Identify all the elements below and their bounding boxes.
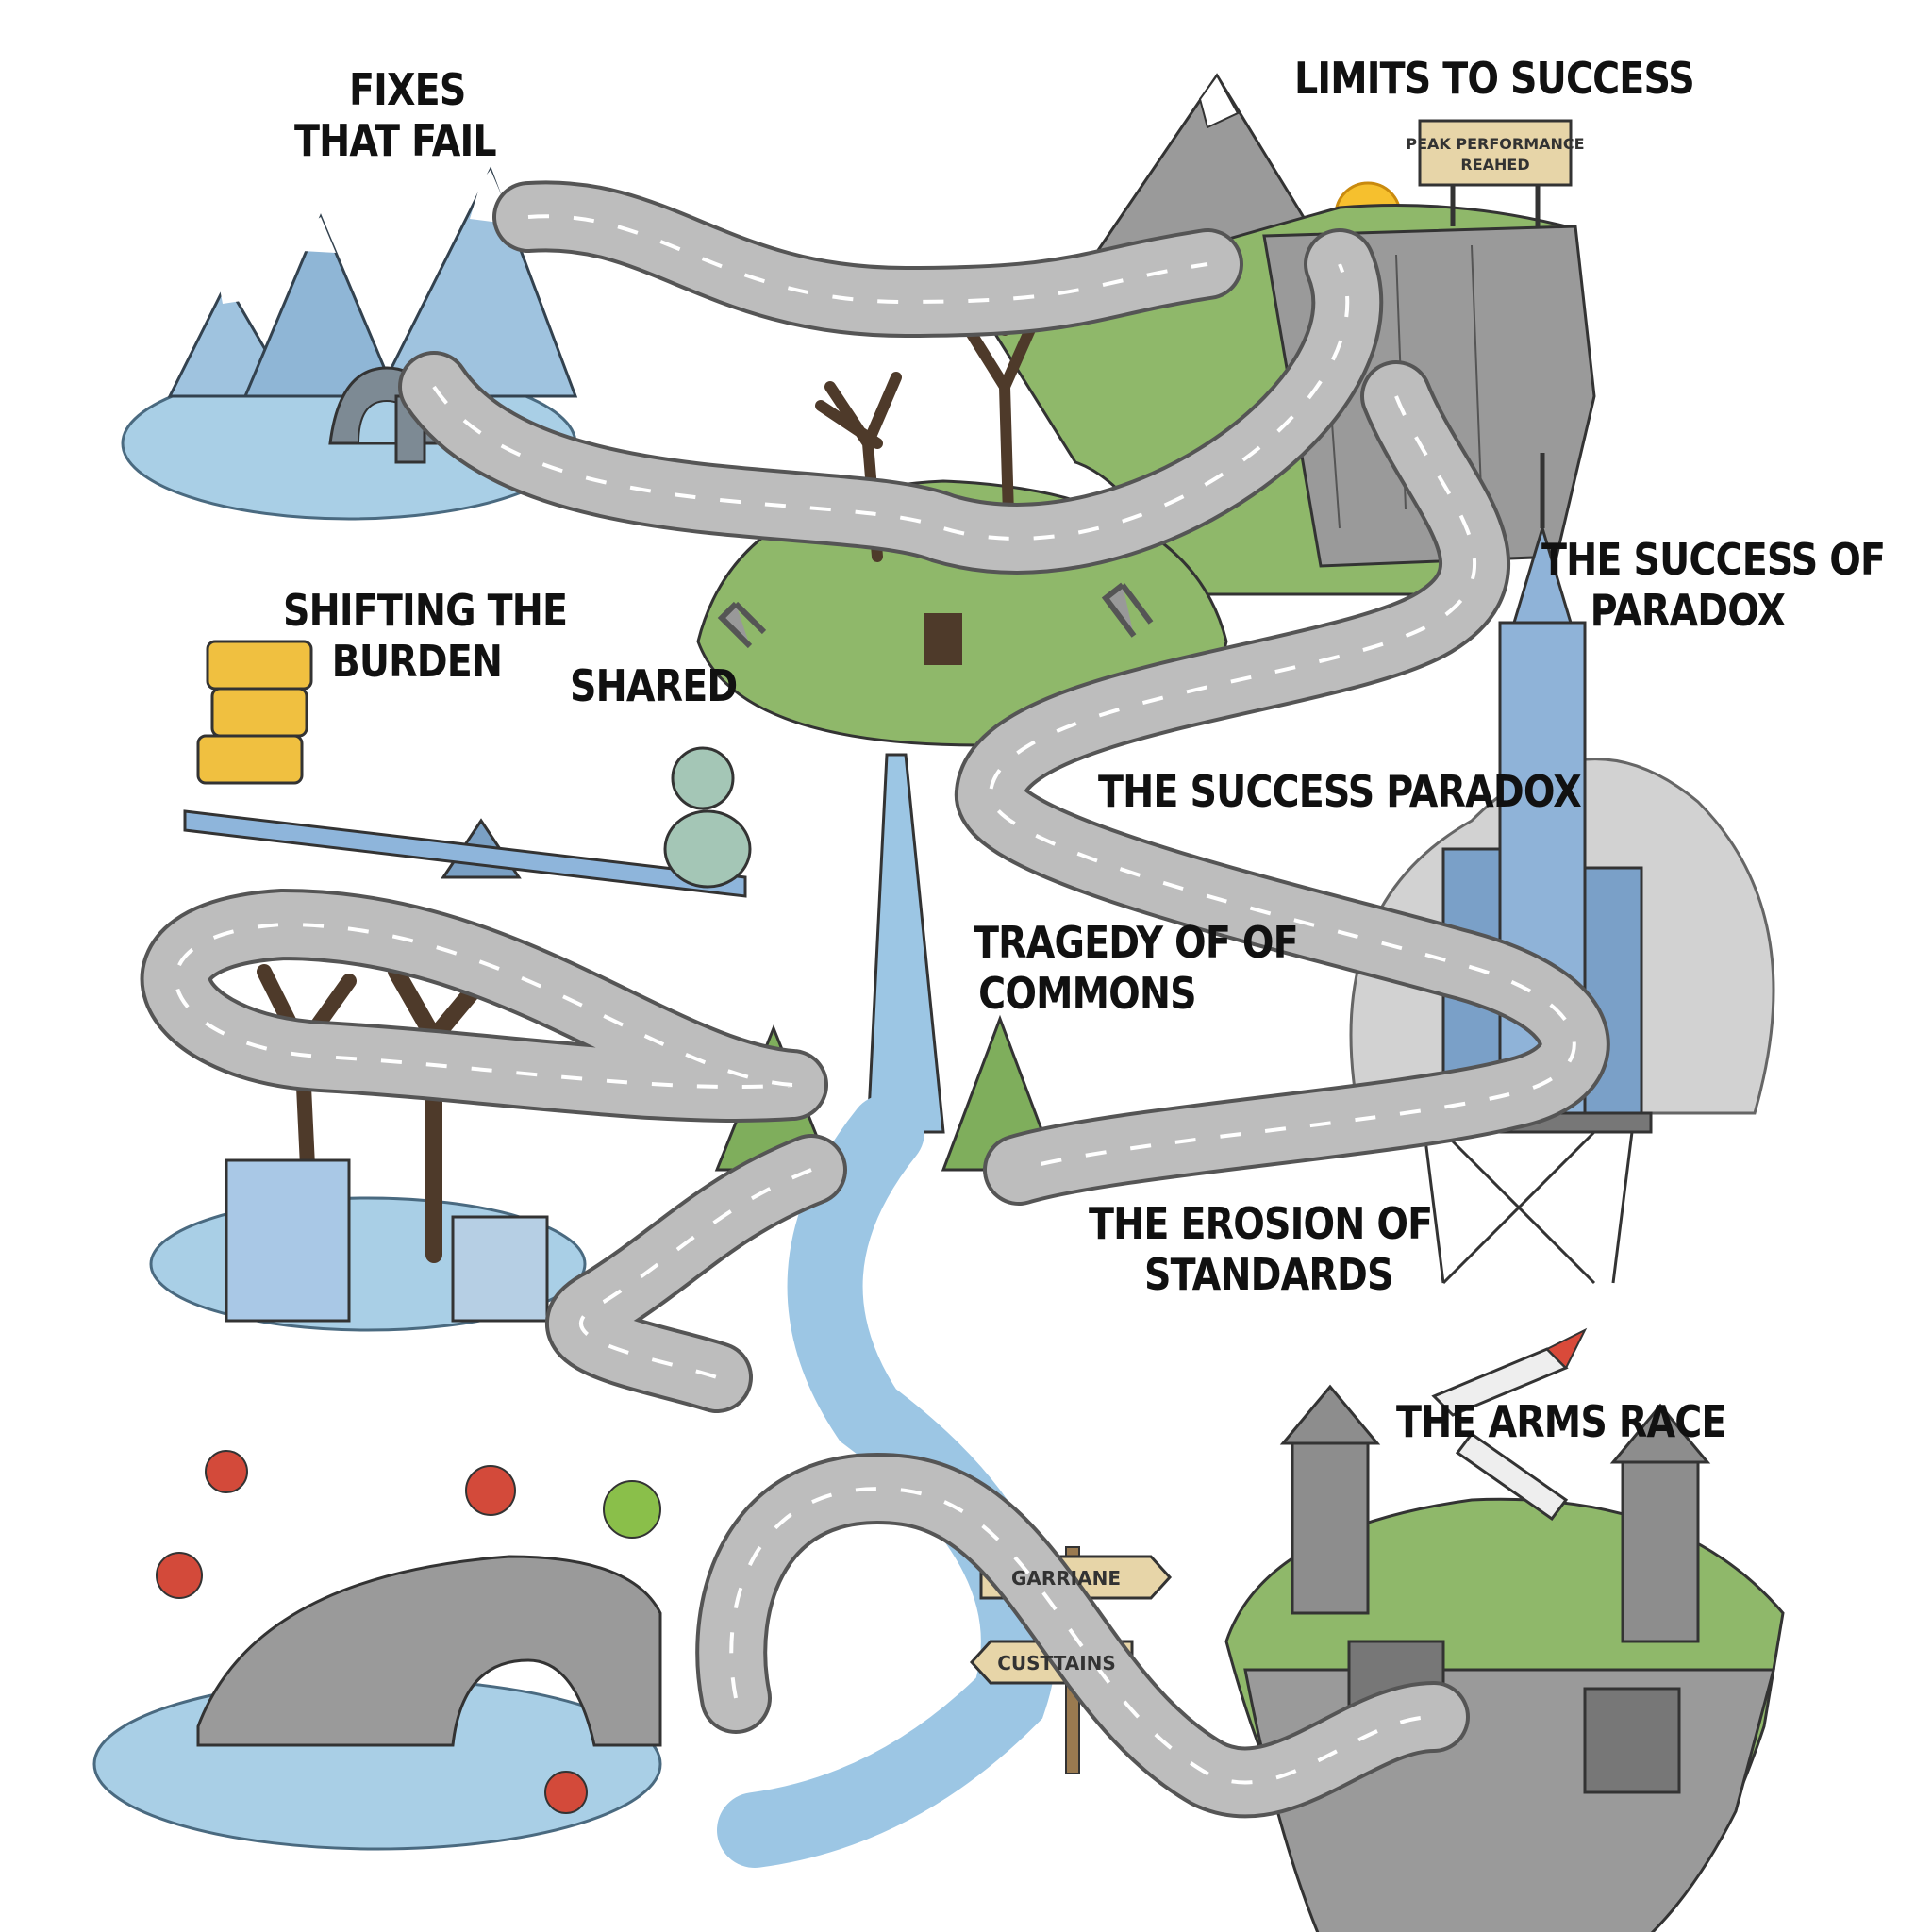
label-tragedy-of-commons: TRAGEDY OF OF COMMONS (974, 917, 1298, 1019)
label-erosion-line1: THE EROSION OF (1089, 1198, 1432, 1249)
label-fixes-that-fail-line1: FIXES (319, 64, 496, 115)
label-success-of-paradox: THE SUCCESS OF PARADOX (1541, 534, 1885, 636)
label-fixes-that-fail-line2: THAT FAIL (294, 115, 496, 166)
broken-bridge-bugs (94, 1451, 660, 1849)
peak-sign-line1: PEAK PERFORMANCE (1406, 135, 1584, 153)
label-success-of-paradox-line1: THE SUCCESS OF (1541, 534, 1885, 585)
label-erosion-line2: STANDARDS (1105, 1249, 1432, 1300)
label-erosion-of-standards: THE EROSION OF STANDARDS (1089, 1198, 1432, 1300)
label-limits-to-success: LIMITS TO SUCCESS (1294, 53, 1694, 104)
label-shifting-the-burden: SHIFTING THE BURDEN (283, 585, 567, 687)
label-tragedy-line1: TRAGEDY OF OF (974, 917, 1298, 968)
label-shifting-line2: BURDEN (332, 636, 568, 687)
label-shared: SHARED (570, 660, 737, 711)
label-success-of-paradox-line2: PARADOX (1591, 585, 1886, 636)
peak-sign-line2: REAHED (1460, 156, 1529, 174)
signpost-bottom-text: CUSTTAINS (997, 1652, 1116, 1674)
label-success-paradox: THE SUCCESS PARADOX (1098, 766, 1581, 817)
label-shifting-line1: SHIFTING THE (283, 585, 567, 636)
label-arms-race: THE ARMS RACE (1396, 1396, 1726, 1447)
signpost-top-text: GARRIANE (1011, 1567, 1121, 1590)
label-fixes-that-fail: FIXES THAT FAIL (294, 64, 496, 166)
label-tragedy-line2: COMMONS (978, 968, 1298, 1019)
